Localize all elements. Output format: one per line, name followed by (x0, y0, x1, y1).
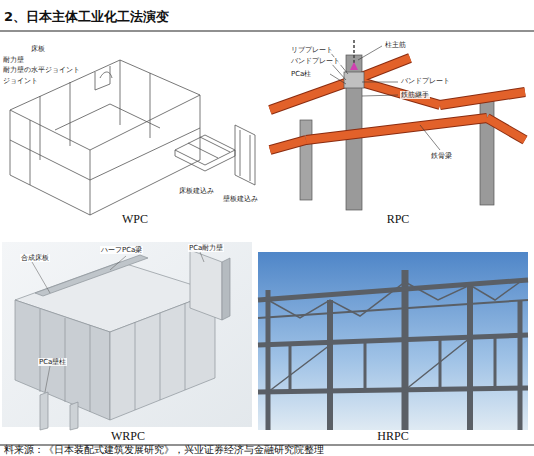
part-label: PCa耐力壁 (188, 244, 224, 252)
source-caption: 料来源：《日本装配式建筑发展研究》，兴业证券经济与金融研究院整理 (4, 444, 324, 456)
part-label: バンドプレート (290, 57, 341, 65)
part-label: PCa壁柱 (38, 358, 67, 366)
wpc-drawing (10, 60, 255, 215)
part-label: ジョイント (2, 77, 39, 85)
part-label: 鉄骨梁 (430, 152, 453, 160)
part-label: バンドプレート (400, 77, 451, 85)
title-rule (0, 30, 534, 31)
wrpc-drawing (2, 242, 252, 430)
part-label: ハーフPCa梁 (100, 246, 143, 254)
part-label: 鉄筋継手 (400, 91, 430, 99)
panel-label: HRPC (377, 430, 408, 444)
part-label: 床板建込み (178, 187, 215, 195)
panel-label: RPC (387, 213, 410, 227)
part-label: 柱主筋 (384, 41, 407, 49)
part-label: 耐力壁の水平ジョイント (2, 66, 81, 74)
panel-label: WPC (122, 213, 148, 227)
hrpc-photo (258, 252, 528, 430)
rpc-drawing (270, 40, 525, 210)
part-label: リブプレート (290, 46, 334, 54)
part-label: 合成床板 (20, 254, 50, 262)
part-label: PCa柱 (290, 70, 312, 78)
part-label: 壁板建込み (222, 195, 259, 203)
panel-label: WRPC (111, 430, 145, 444)
part-label: 床板 (30, 45, 46, 53)
figure-title: 2、日本主体工业化工法演变 (4, 10, 169, 25)
part-label: 耐力壁 (2, 56, 25, 64)
